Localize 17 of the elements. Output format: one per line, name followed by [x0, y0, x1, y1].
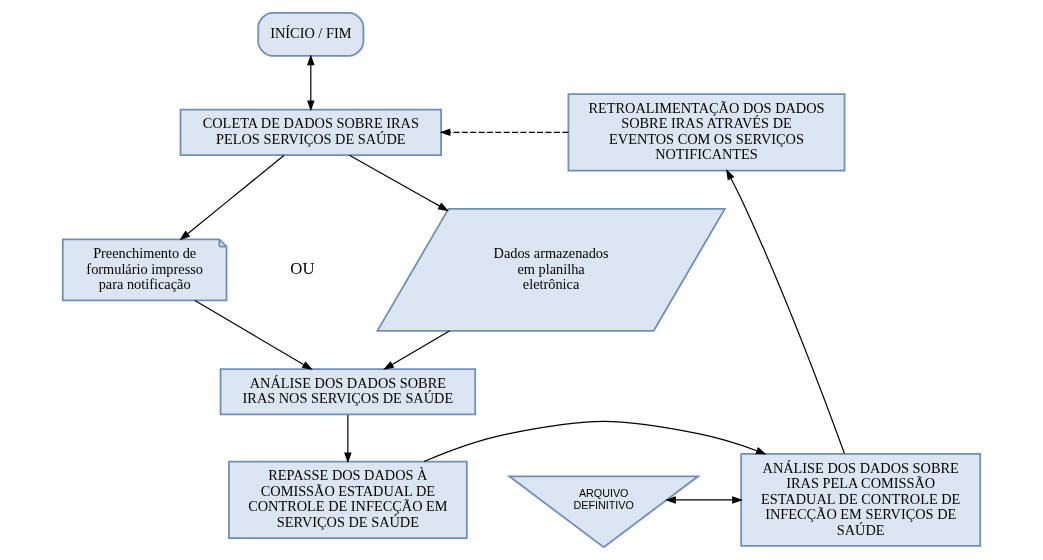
arrow — [307, 54, 315, 112]
arrow — [423, 420, 767, 463]
node-box: ANÁLISE DOS DADOS SOBRE IRAS NOS SERVIÇOS DE SAÚDE — [219, 368, 477, 416]
node-box: COLETA DE DADOS SOBRE IRAS PELOS SERVIÇOS DE SAÚDE — [179, 108, 442, 156]
arrow — [344, 414, 352, 464]
node-box: REPASSE DOS DADOS À COMISSÃO ESTADUAL DE CONTROLE DE INFECÇÃO EM SERVIÇOS DE SAÚDE — [228, 460, 468, 540]
arrow — [665, 496, 743, 504]
arrow — [726, 169, 846, 455]
node-box: RETROALIMENTAÇÃO DOS DADOS SOBRE IRAS ATRAVÉS DE EVENTOS COM OS SERVIÇOS NOTIFICANTES — [567, 93, 846, 172]
arrow — [179, 154, 285, 241]
node-box: INÍCIO / FIM — [257, 11, 365, 57]
arrow — [383, 330, 451, 370]
node-box: ANÁLISE DOS DADOS SOBRE IRAS PELA COMISSÃO ESTADUAL DE CONTROLE DE INFECÇÃO EM SERVIÇOS DE SAÚDE — [740, 453, 982, 547]
arrow — [194, 299, 313, 370]
label: OU — [290, 259, 315, 279]
arrow — [439, 128, 569, 137]
arrow — [348, 154, 449, 212]
